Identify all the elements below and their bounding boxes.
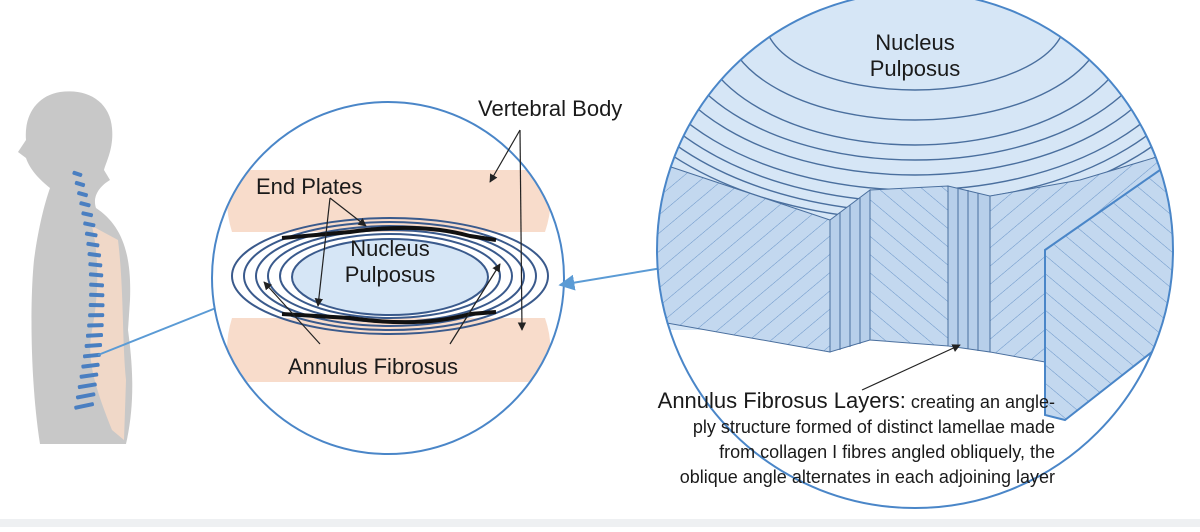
vertebra-segment (88, 302, 105, 308)
layers-caption: Annulus Fibrosus Layers: creating an ang… (540, 388, 1055, 490)
vertebra-segment (85, 333, 104, 338)
label-nucleus-right-line1: Nucleus (875, 30, 955, 55)
vertebra-segment (84, 231, 98, 238)
vertebra-segment (81, 362, 100, 369)
label-vertebral-body: Vertebral Body (478, 96, 623, 121)
spine-vertebrae (72, 170, 105, 410)
annotation-arrows-left (263, 129, 527, 345)
vertebra-segment (87, 323, 104, 328)
caption-title: Annulus Fibrosus Layers: (657, 388, 906, 413)
disc-cross-section (211, 101, 565, 455)
vertebra-segment (82, 352, 101, 359)
vertebra-segment (81, 211, 94, 218)
caption-line1: creating an angle- (910, 392, 1055, 412)
label-nucleus-pulposus-right: Nucleus Pulposus (855, 30, 975, 82)
caption-line3: from collagen I fibres angled obliquely,… (719, 442, 1055, 462)
vertebra-segment (88, 313, 105, 318)
vertebra-segment (88, 272, 104, 278)
label-nucleus-left-line2: Pulposus (344, 262, 436, 287)
caption-line-title: Annulus Fibrosus Layers: creating an ang… (540, 388, 1055, 415)
vertebra-segment (89, 292, 105, 298)
label-end-plates: End Plates (256, 174, 363, 199)
vertebra-segment (74, 402, 95, 410)
annulus-layers-detail (656, 0, 1174, 509)
vertebra-segment (77, 191, 88, 198)
vertebra-segment (75, 392, 96, 400)
vertebra-segment (89, 282, 104, 288)
vertebra-segment (87, 251, 102, 258)
vertebra-segment (72, 170, 83, 177)
vertebra-segment (79, 201, 91, 208)
vertebra-segment (83, 221, 96, 228)
label-nucleus-left-line1: Nucleus (350, 236, 430, 261)
caption-pointer-arrow (861, 344, 961, 391)
label-annulus-fibrosus: Annulus Fibrosus (288, 354, 458, 379)
bottom-strip (0, 519, 1200, 527)
caption-line2: ply structure formed of distinct lamella… (692, 417, 1055, 437)
label-nucleus-right-line2: Pulposus (869, 56, 961, 81)
label-nucleus-pulposus-left: Nucleus Pulposus (330, 236, 450, 288)
connector-line-right (558, 267, 663, 291)
vertebra-segment (74, 180, 86, 188)
human-silhouette (18, 91, 133, 445)
caption-line4: oblique angle alternates in each adjoini… (679, 467, 1055, 487)
vertebra-segment (84, 342, 103, 349)
vertebra-segment (86, 241, 100, 248)
connector-line-left (97, 307, 217, 356)
vertebra-segment (88, 262, 103, 268)
vertebra-segment (79, 372, 99, 379)
vertebra-segment (77, 382, 97, 390)
